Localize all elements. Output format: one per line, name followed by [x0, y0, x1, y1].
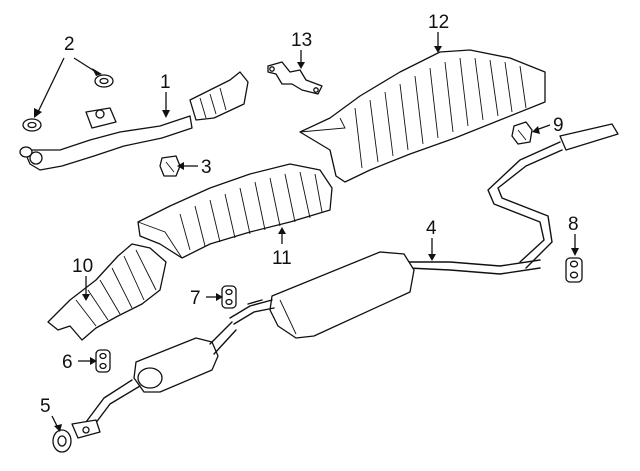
heat-shield-center[interactable]	[137, 163, 333, 259]
gasket-left[interactable]	[22, 118, 42, 132]
callout-11: 11	[272, 248, 292, 269]
gasket-part-5[interactable]	[52, 429, 72, 453]
heat-shield-front[interactable]	[47, 243, 167, 341]
resonator-pipe[interactable]	[71, 321, 237, 439]
hanger-part-7[interactable]	[221, 285, 237, 309]
hanger-part-8[interactable]	[565, 257, 583, 283]
callout-4: 4	[426, 218, 437, 239]
callout-10: 10	[72, 256, 93, 277]
hanger-part-3[interactable]	[159, 155, 181, 177]
callout-13: 13	[291, 30, 312, 51]
front-pipe-catalytic-converter[interactable]	[19, 71, 249, 171]
mounting-bracket[interactable]	[267, 61, 323, 95]
callout-9: 9	[553, 115, 564, 136]
callout-1: 1	[160, 72, 171, 93]
callout-5: 5	[40, 396, 51, 417]
gasket-right[interactable]	[94, 74, 114, 88]
hanger-part-9[interactable]	[511, 121, 533, 145]
callout-12: 12	[428, 12, 449, 33]
callout-6: 6	[62, 352, 73, 373]
callout-arrows	[34, 32, 579, 432]
callout-3: 3	[201, 157, 212, 178]
callout-7: 7	[190, 288, 201, 309]
callout-2: 2	[64, 34, 75, 55]
heat-shield-rear[interactable]	[299, 49, 546, 183]
muffler-tail-pipe[interactable]	[229, 123, 619, 339]
hanger-part-6[interactable]	[95, 349, 111, 373]
callout-8: 8	[568, 214, 579, 235]
